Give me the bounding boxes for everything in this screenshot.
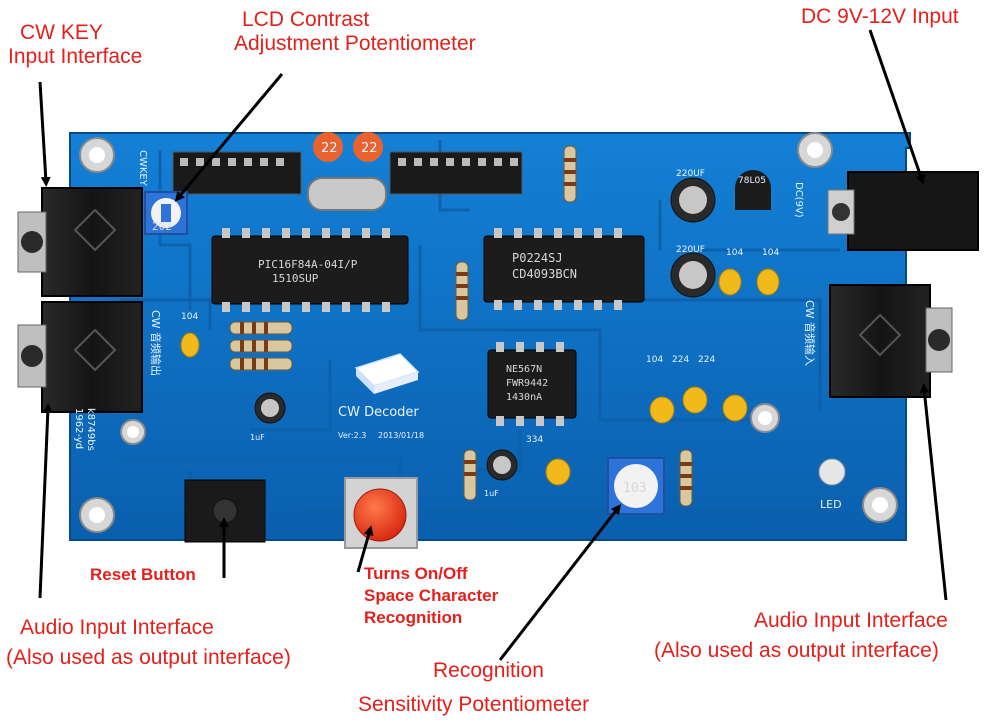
crystal-cap-b-label: 22 xyxy=(361,141,378,156)
cd4093-chip-line2: CD4093BCN xyxy=(512,267,577,281)
cap-104-a-silk: 104 xyxy=(726,248,743,258)
pot-b-label: 103 xyxy=(623,481,646,496)
annotation-arrows xyxy=(38,29,948,661)
label-audio-left-line1: Audio Input Interface xyxy=(20,616,214,639)
audio-jack-right[interactable] xyxy=(829,284,953,398)
cap-224-b-silk: 224 xyxy=(698,355,715,365)
crystal-oscillator xyxy=(307,177,387,211)
serial-silk-2: 1962-yd xyxy=(73,408,84,449)
space-toggle-switch[interactable] xyxy=(344,477,418,549)
board-date: 2013/01/18 xyxy=(378,431,424,440)
cap-334-silk: 334 xyxy=(526,435,543,445)
dc-silk: DC(9V) xyxy=(793,182,804,218)
ne567-chip xyxy=(487,342,577,426)
label-dc-input: DC 9V-12V Input xyxy=(801,5,959,29)
audio-out-silk: CW 音频输出 xyxy=(149,310,163,376)
arrow-lcd-contrast xyxy=(174,73,284,202)
label-dc-input-text: DC 9V-12V Input xyxy=(801,5,959,28)
led-label: LED xyxy=(820,498,842,511)
power-led xyxy=(818,458,846,486)
audio-jack-left[interactable] xyxy=(17,301,143,413)
arrow-recognition xyxy=(498,504,622,661)
label-lcd-contrast-line2: Adjustment Potentiometer xyxy=(234,32,476,56)
crystal-cap-a-label: 22 xyxy=(321,141,338,156)
label-recognition-line1: Recognition xyxy=(433,659,544,682)
label-space-toggle-line3: Recognition xyxy=(364,607,463,627)
board-version: Ver:2.3 xyxy=(338,431,366,440)
regulator-78l05 xyxy=(735,170,771,210)
cap-220uf-a-silk: 220UF xyxy=(676,169,705,179)
arrow-audio-right xyxy=(919,383,948,601)
arrow-space-toggle xyxy=(356,525,374,573)
cap-1uf-a-silk: 1uF xyxy=(250,433,265,442)
arrow-cw-key xyxy=(38,81,51,187)
board-title: CW Decoder xyxy=(338,405,419,420)
label-recognition-line2: Sensitivity Potentiometer xyxy=(358,692,590,716)
label-cw-key-line1: CW KEY xyxy=(20,21,103,44)
chip-logo-icon xyxy=(354,353,420,394)
cap-104-c-silk: 104 xyxy=(181,312,198,322)
crystal-cap-a xyxy=(313,132,343,162)
label-space-toggle-line1: Turns On/Off xyxy=(364,564,468,583)
cap-224-a-silk: 224 xyxy=(672,355,689,365)
ceramic-capacitors xyxy=(180,268,780,486)
cwkey-silk: CWKEY xyxy=(137,150,148,187)
label-cw-key: CW KEY Input Interface xyxy=(8,21,142,69)
dc-power-jack[interactable] xyxy=(827,171,979,251)
lcd-header-pins xyxy=(172,151,523,195)
ne567-line2: FWR9442 xyxy=(506,378,548,389)
arrow-dc-input xyxy=(868,29,926,185)
label-audio-right-line1: Audio Input Interface xyxy=(754,609,948,632)
label-audio-right: Audio Input Interface (Also used as outp… xyxy=(654,606,948,667)
label-audio-left-line2: (Also used as output interface) xyxy=(6,646,291,670)
label-space-toggle: Turns On/Off Space Character Recognition xyxy=(364,563,498,628)
pcb-board xyxy=(69,132,911,541)
cap-1uf-b-silk: 1uF xyxy=(484,489,499,498)
label-reset-text: Reset Button xyxy=(90,565,196,584)
label-cw-key-line2: Input Interface xyxy=(8,45,143,69)
pot-a-label: 202 xyxy=(152,220,172,233)
electrolytic-capacitors xyxy=(254,177,716,481)
pic-chip-line2: 1510SUP xyxy=(272,272,319,285)
resistors xyxy=(229,145,693,507)
regulator-silk: 78L05 xyxy=(738,176,766,186)
pic-chip-line1: PIC16F84A-04I/P xyxy=(258,258,358,271)
cd4093-chip-line1: P0224SJ xyxy=(512,251,563,265)
cw-key-jack[interactable] xyxy=(17,187,143,297)
ne567-line3: 1430nA xyxy=(506,392,542,403)
pic-microcontroller xyxy=(211,228,409,312)
cap-104-b-silk: 104 xyxy=(762,248,779,258)
cap-220uf-b-silk: 220UF xyxy=(676,245,705,255)
label-space-toggle-line2: Space Character xyxy=(364,585,499,605)
crystal-cap-b xyxy=(353,132,383,162)
label-reset-button: Reset Button xyxy=(90,565,196,585)
cap-104-d-silk: 104 xyxy=(646,355,663,365)
audio-in-silk: CW 音频输入 xyxy=(803,300,817,366)
mounting-holes xyxy=(79,132,898,533)
serial-silk-1: k8749bs xyxy=(85,408,96,451)
label-lcd-contrast: LCD Contrast Adjustment Potentiometer xyxy=(234,8,476,56)
label-lcd-contrast-line1: LCD Contrast xyxy=(242,8,370,31)
label-audio-right-line2: (Also used as output interface) xyxy=(654,639,939,663)
label-audio-left: Audio Input Interface (Also used as outp… xyxy=(6,613,291,674)
arrow-audio-left xyxy=(38,403,53,599)
label-recognition: Recognition Sensitivity Potentiometer xyxy=(358,654,589,721)
ne567-line1: NE567N xyxy=(506,364,542,375)
cd4093-chip xyxy=(483,228,645,310)
